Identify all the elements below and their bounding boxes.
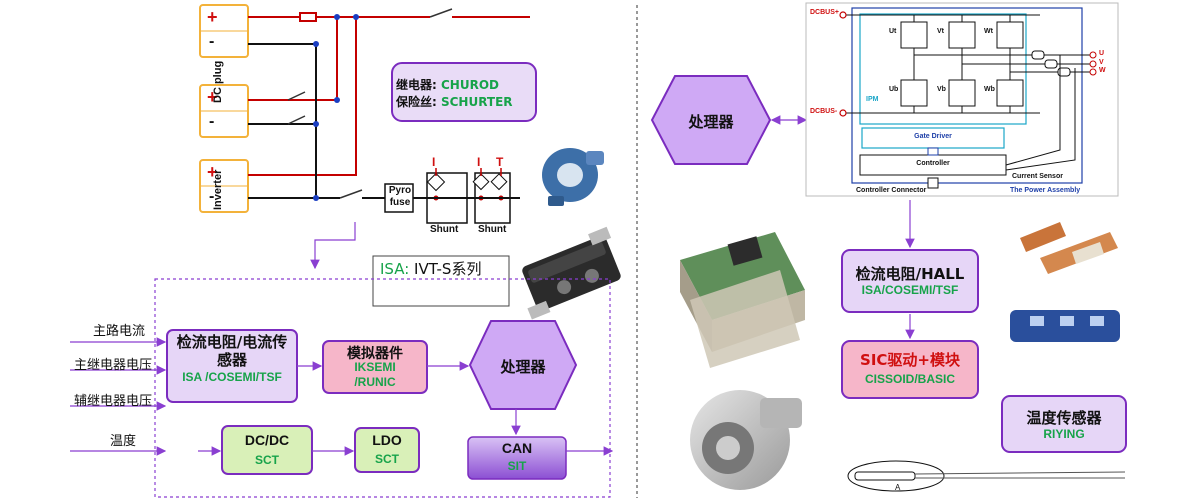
inverter-connector — [199, 159, 249, 213]
ldo-title: LDO — [372, 432, 402, 448]
switch-ub: Ub — [889, 86, 899, 93]
battery-pack — [199, 4, 249, 58]
relay-switches — [287, 8, 453, 199]
inverter-minus-sign: - — [209, 188, 215, 205]
dcdc-box — [221, 425, 313, 475]
relay-line: 继电器: CHUROD — [396, 78, 499, 92]
sic-subtitle: CISSOID/BASIC — [864, 372, 955, 386]
temp-sensor-title: 温度传感器 — [1026, 409, 1102, 427]
processor-left-label: 处理器 — [500, 358, 546, 376]
dc-plug-connector — [199, 84, 249, 138]
dcplug-plus-sign: + — [207, 87, 218, 107]
shunt-2-current-tag: I — [477, 155, 481, 169]
current-sensor-subtitle: ISA /COSEMI/TSF — [182, 370, 282, 384]
current-hall-box — [841, 249, 979, 313]
power-assembly-schematic — [805, 2, 1119, 197]
analog-title: 模拟器件 — [347, 346, 403, 362]
processor-hexagon-left — [468, 320, 578, 410]
phase-v-label: V — [1099, 59, 1104, 66]
switch-vb: Vb — [937, 86, 946, 93]
probe-label-a: A — [895, 483, 901, 492]
current-sensor-label: Current Sensor — [1012, 173, 1063, 180]
hall-sensor-image — [1010, 310, 1120, 342]
ldo-subtitle: SCT — [375, 452, 399, 466]
motor-image — [690, 390, 802, 490]
shunt-2-label: Shunt — [478, 224, 507, 235]
ivt-s-module-image — [522, 226, 621, 320]
pyro-fuse-label: Pyro fuse — [388, 185, 412, 208]
sic-title: SIC驱动+模块 — [860, 351, 960, 369]
input-main-current: 主路电流 — [93, 324, 146, 339]
shunt-2-temp-tag: T — [496, 155, 504, 169]
battery-minus-sign: - — [209, 33, 215, 50]
dcbus-minus-label: DCBUS- — [810, 108, 838, 115]
pyro-fuse — [384, 183, 414, 213]
switch-wt: Wt — [984, 28, 993, 35]
temp-sensor-subtitle: RIYING — [1043, 427, 1085, 441]
circuit-to-bms-arrow — [310, 222, 356, 270]
controller-label: Controller — [916, 160, 950, 167]
isa-label: ISA: IVT-S系列 — [380, 260, 482, 278]
can-box — [467, 436, 567, 480]
inverter-plus-sign: + — [207, 162, 218, 182]
shunt-resistor-image — [1020, 222, 1118, 274]
switch-wb: Wb — [984, 86, 995, 93]
switch-vt: Vt — [937, 28, 944, 35]
current-hall-title: 检流电阻/HALL — [855, 265, 965, 283]
battery-plus-sign: + — [207, 7, 218, 27]
input-main-relay-voltage: 主继电器电压 — [74, 358, 153, 373]
current-hall-subtitle: ISA/COSEMI/TSF — [861, 283, 959, 297]
current-sensor-ring-image — [542, 148, 604, 206]
isa-label-box — [372, 255, 510, 307]
sic-driver-box — [841, 340, 979, 399]
input-arrows — [70, 337, 167, 456]
controller-connector-label: Controller Connector — [856, 187, 927, 194]
shunt-2 — [472, 168, 511, 224]
bms-subsystem-boundary — [154, 278, 611, 498]
phase-u-label: U — [1099, 50, 1105, 57]
phase-w-label: W — [1099, 67, 1106, 74]
analog-device-box — [322, 340, 428, 394]
ipm-label: IPM — [866, 96, 879, 103]
dc-plug-label: DC plug — [212, 60, 224, 103]
junction-dots — [313, 14, 359, 201]
shunt-1 — [426, 168, 468, 224]
dcbus-plus-label: DCBUS+ — [810, 9, 839, 16]
relay-fuse-info-box — [391, 62, 537, 122]
can-subtitle: SIT — [507, 459, 527, 473]
dcdc-subtitle: SCT — [255, 453, 279, 467]
current-sensor-title: 检流电阻/电流传感器 — [176, 333, 288, 369]
fuse-line: 保险丝: SCHURTER — [396, 95, 513, 109]
temp-sensor-box — [1001, 395, 1127, 453]
dcdc-title: DC/DC — [244, 432, 290, 448]
inverter-label: Inverter — [212, 169, 224, 210]
shunt-1-current-tag: I — [432, 155, 436, 169]
input-aux-relay-voltage: 辅继电器电压 — [74, 394, 153, 409]
can-title: CAN — [501, 440, 533, 456]
temperature-probe-image — [847, 460, 1126, 492]
processor-hexagon-right — [650, 75, 772, 165]
processor-right-label: 处理器 — [688, 113, 734, 131]
analog-subtitle: IKSEMI /RUNIC — [354, 360, 396, 389]
shunt-1-label: Shunt — [430, 224, 459, 235]
ldo-box — [354, 427, 420, 473]
gate-driver-label: Gate Driver — [914, 133, 952, 140]
power-module-image — [680, 232, 805, 368]
input-temperature: 温度 — [110, 434, 137, 449]
internal-arrows — [198, 361, 614, 456]
switch-ut: Ut — [889, 28, 897, 35]
dcplug-minus-sign: - — [209, 113, 215, 130]
power-assembly-label: The Power Assembly — [1010, 187, 1081, 194]
